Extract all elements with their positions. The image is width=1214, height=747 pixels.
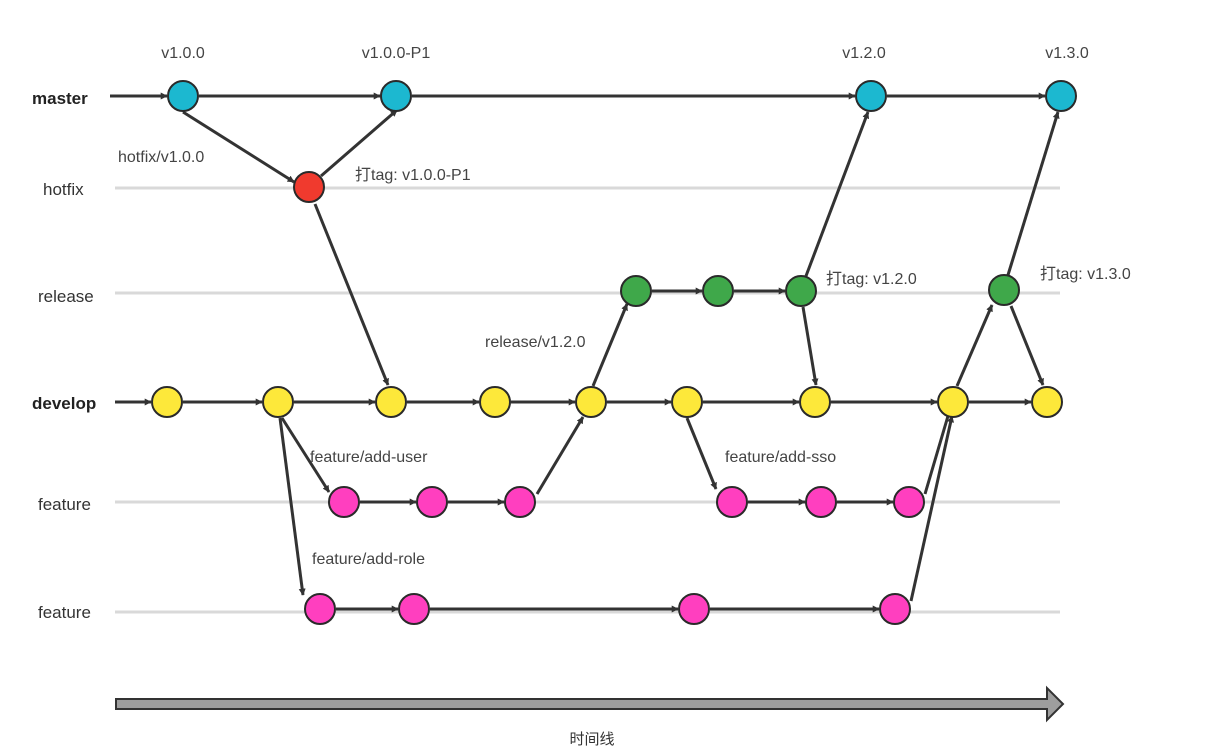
edge-hotfix-to-develop bbox=[313, 203, 390, 386]
commit-release-1 bbox=[620, 275, 652, 307]
tag-v1-3-0: v1.3.0 bbox=[1045, 45, 1089, 62]
commit-feature-user-3 bbox=[504, 486, 536, 518]
annotations: hotfix/v1.0.0 打tag: v1.0.0-P1 release/v1… bbox=[118, 149, 1131, 568]
edge-feature-role-to-develop bbox=[909, 415, 955, 602]
lane-label-hotfix: hotfix bbox=[43, 180, 84, 199]
edge-develop-to-feature-user bbox=[280, 417, 331, 493]
commit-release2-1 bbox=[988, 274, 1020, 306]
lane-label-feature-1: feature bbox=[38, 495, 91, 514]
commit-feature-role-2 bbox=[398, 593, 430, 625]
commit-feature-role-4 bbox=[879, 593, 911, 625]
edge-hotfix-to-master bbox=[320, 108, 398, 178]
lane-label-develop: develop bbox=[32, 394, 96, 413]
commit-develop-6 bbox=[671, 386, 703, 418]
lane-label-master: master bbox=[32, 89, 88, 108]
commit-feature-role-3 bbox=[678, 593, 710, 625]
lane-label-feature-2: feature bbox=[38, 603, 91, 622]
label-feature-add-role: feature/add-role bbox=[312, 551, 425, 568]
commit-master-v1-0-0 bbox=[167, 80, 199, 112]
commit-hotfix bbox=[293, 171, 325, 203]
edge-develop-to-feature-sso bbox=[685, 417, 718, 490]
edge-feature-user-to-develop bbox=[535, 416, 585, 495]
edge-release-to-master bbox=[804, 111, 870, 277]
edges bbox=[110, 92, 1060, 613]
commit-master-v1-3-0 bbox=[1045, 80, 1077, 112]
commit-develop-3 bbox=[375, 386, 407, 418]
label-feature-add-sso: feature/add-sso bbox=[725, 449, 836, 466]
commit-feature-role-1 bbox=[304, 593, 336, 625]
commit-develop-5 bbox=[575, 386, 607, 418]
label-release-branch: release/v1.2.0 bbox=[485, 334, 586, 351]
commit-develop-7 bbox=[799, 386, 831, 418]
label-release2-tag: 打tag: v1.3.0 bbox=[1040, 265, 1131, 283]
tag-v1-0-0-p1: v1.0.0-P1 bbox=[362, 45, 431, 62]
timeline: 时间线 bbox=[115, 685, 1065, 747]
commit-feature-sso-3 bbox=[893, 486, 925, 518]
version-tags: v1.0.0 v1.0.0-P1 v1.2.0 v1.3.0 bbox=[161, 45, 1089, 62]
commit-develop-9 bbox=[1031, 386, 1063, 418]
commit-feature-user-1 bbox=[328, 486, 360, 518]
edge-release2-to-develop bbox=[1009, 305, 1045, 386]
nodes bbox=[151, 80, 1077, 625]
commit-master-v1-0-0-p1 bbox=[380, 80, 412, 112]
edge-release-to-develop bbox=[801, 306, 819, 386]
commit-feature-sso-1 bbox=[716, 486, 748, 518]
timeline-label: 时间线 bbox=[569, 731, 614, 747]
label-hotfix-branch: hotfix/v1.0.0 bbox=[118, 149, 204, 166]
edge-release2-to-master bbox=[1006, 111, 1060, 276]
label-hotfix-tag: 打tag: v1.0.0-P1 bbox=[355, 166, 471, 184]
commit-develop-2 bbox=[262, 386, 294, 418]
edge-master-to-hotfix bbox=[182, 110, 295, 184]
commit-develop-1 bbox=[151, 386, 183, 418]
edge-develop-to-feature-role bbox=[278, 417, 306, 596]
edge-feature-sso-to-develop bbox=[923, 415, 950, 495]
timeline-arrow-icon bbox=[115, 685, 1065, 723]
commit-release-2 bbox=[702, 275, 734, 307]
tag-v1-2-0: v1.2.0 bbox=[842, 45, 886, 62]
commit-release-3 bbox=[785, 275, 817, 307]
commit-develop-4 bbox=[479, 386, 511, 418]
commit-develop-8 bbox=[937, 386, 969, 418]
lane-labels: master hotfix release develop feature fe… bbox=[32, 89, 96, 622]
commit-feature-sso-2 bbox=[805, 486, 837, 518]
edge-develop-to-release bbox=[591, 303, 629, 387]
label-release-tag: 打tag: v1.2.0 bbox=[826, 270, 917, 288]
lane-label-release: release bbox=[38, 287, 94, 306]
edge-develop-to-release2 bbox=[955, 304, 994, 387]
commit-feature-user-2 bbox=[416, 486, 448, 518]
tag-v1-0-0: v1.0.0 bbox=[161, 45, 205, 62]
label-feature-add-user: feature/add-user bbox=[310, 449, 428, 466]
commit-master-v1-2-0 bbox=[855, 80, 887, 112]
